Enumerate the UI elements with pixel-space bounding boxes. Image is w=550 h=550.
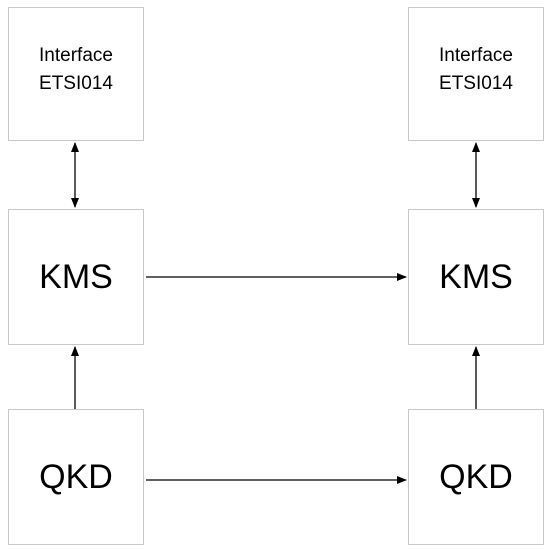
kms-box-left: KMS: [8, 209, 144, 345]
interface-line2-right: ETSI014: [439, 73, 513, 94]
kms-box-right: KMS: [408, 209, 544, 345]
interface-line1-left: Interface: [39, 45, 113, 66]
interface-box-left: Interface ETSI014: [8, 7, 144, 141]
interface-label-right: Interface ETSI014: [439, 42, 513, 98]
qkd-box-right: QKD: [408, 409, 544, 545]
qkd-label-right: QKD: [439, 457, 513, 496]
kms-label-right: KMS: [439, 257, 513, 296]
interface-label-left: Interface ETSI014: [39, 42, 113, 98]
interface-line1-right: Interface: [439, 45, 513, 66]
kms-label-left: KMS: [39, 257, 113, 296]
interface-line2-left: ETSI014: [39, 73, 113, 94]
qkd-box-left: QKD: [8, 409, 144, 545]
qkd-label-left: QKD: [39, 457, 113, 496]
interface-box-right: Interface ETSI014: [408, 7, 544, 141]
